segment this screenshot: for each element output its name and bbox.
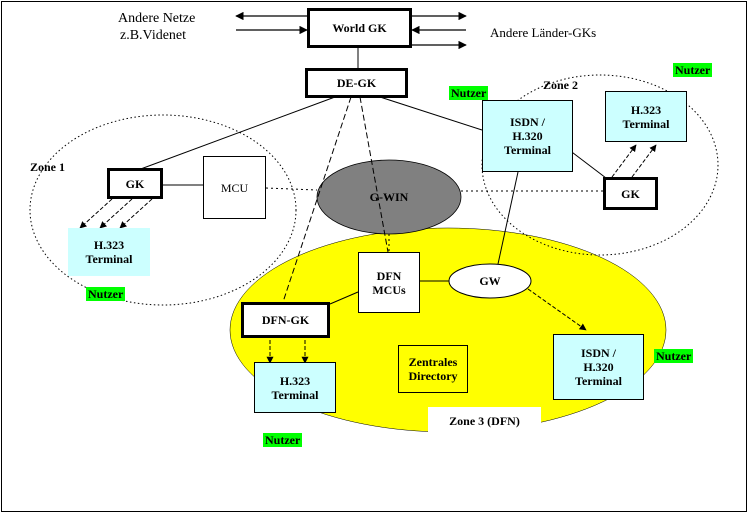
h323-terminal-zone2: H.323 Terminal <box>605 91 687 142</box>
de-gk-box: DE-GK <box>305 68 408 98</box>
zone3-label: Zone 3 (DFN) <box>428 407 541 435</box>
link-mcu-gwin <box>265 187 318 191</box>
link-dfnmcus-dfngk <box>329 291 359 305</box>
arrow-gk2-term-a <box>611 144 637 178</box>
user-tag-zone1: Nutzer <box>86 287 126 301</box>
user-tag-zone3-h323: Nutzer <box>263 433 303 447</box>
gk-zone2-box: GK <box>603 177 658 210</box>
user-tag-zone3-isdn: Nutzer <box>654 349 694 363</box>
zone2-area <box>481 74 719 256</box>
mcu-box: MCU <box>203 156 266 219</box>
zone1-label: Zone 1 <box>30 160 66 174</box>
arrow-gk2-term-b <box>631 144 657 178</box>
dfn-gk-box: DFN-GK <box>241 302 330 338</box>
gw-label: GW <box>479 274 500 288</box>
user-tag-zone2-h323: Nutzer <box>673 63 713 77</box>
isdn-terminal-zone2: ISDN / H.320 Terminal <box>482 100 573 172</box>
link-de-gk1 <box>137 96 336 171</box>
h323-terminal-zone1: H.323 Terminal <box>68 228 150 276</box>
arrow-gk1-term-b <box>99 198 133 229</box>
arrow-gk1-term-c <box>119 198 153 229</box>
link-de-isdn2 <box>379 96 483 131</box>
world-gk-box: World GK <box>307 8 412 48</box>
g-win-label: G-WIN <box>370 190 409 204</box>
link-de-dfnmcus <box>359 96 389 253</box>
h323-terminal-zone3: H.323 Terminal <box>254 362 336 413</box>
zone2-label: Zone 2 <box>543 78 579 92</box>
zentrales-directory-box: Zentrales Directory <box>398 345 468 393</box>
user-tag-zone2-isdn: Nutzer <box>449 86 489 100</box>
videonet-label: z.B.Videnet <box>120 28 187 43</box>
andere-netze-label: Andere Netze <box>118 11 196 26</box>
arrow-gk1-term-a <box>79 198 113 229</box>
dfn-mcus-box: DFN MCUs <box>358 252 420 313</box>
andere-laender-label: Andere Länder-GKs <box>490 25 597 40</box>
zone1-area <box>29 114 297 306</box>
link-isdn2-gw <box>497 171 519 265</box>
gk-zone1-box: GK <box>107 168 163 199</box>
isdn-terminal-zone3: ISDN / H.320 Terminal <box>553 334 644 400</box>
